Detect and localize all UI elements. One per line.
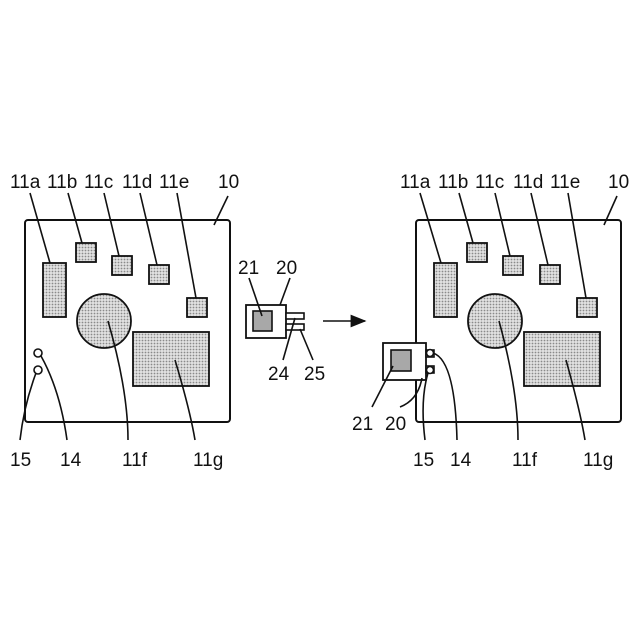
label-21-after: 21 — [352, 414, 373, 435]
label-11b: 11b — [47, 172, 77, 193]
component-11e — [187, 298, 207, 317]
label-11d: 11d — [122, 172, 152, 193]
label-20: 20 — [276, 258, 297, 279]
component-11g — [133, 332, 209, 386]
pad-15-mounted — [427, 367, 434, 374]
leader-20 — [280, 278, 290, 305]
module-before — [246, 278, 313, 360]
label-20-after: 20 — [385, 414, 406, 435]
board-before — [20, 193, 230, 440]
component-11e-after — [577, 298, 597, 317]
label-11a-after: 11a — [400, 172, 431, 193]
label-11b-after: 11b — [438, 172, 468, 193]
label-15-after: 15 — [413, 450, 434, 471]
label-24: 24 — [268, 364, 290, 385]
label-11e-after: 11e — [550, 172, 580, 193]
chip-21-mounted — [391, 350, 411, 371]
label-11f-after: 11f — [512, 450, 538, 471]
component-11g-after — [524, 332, 600, 386]
component-11b — [76, 243, 96, 262]
pad-14 — [34, 349, 42, 357]
label-11f: 11f — [122, 450, 148, 471]
chip-21 — [253, 311, 272, 331]
label-11e: 11e — [159, 172, 189, 193]
component-11c — [112, 256, 132, 275]
label-21: 21 — [238, 258, 259, 279]
label-15: 15 — [10, 450, 31, 471]
board-after — [372, 193, 621, 440]
component-11f — [77, 294, 131, 348]
leader-25 — [300, 329, 313, 360]
component-11d-after — [540, 265, 560, 284]
label-11g: 11g — [193, 450, 223, 471]
label-10-after: 10 — [608, 172, 629, 193]
pad-15 — [34, 366, 42, 374]
label-10: 10 — [218, 172, 239, 193]
label-11g-after: 11g — [583, 450, 613, 471]
pad-14-mounted — [427, 350, 434, 357]
label-11c: 11c — [84, 172, 113, 193]
component-11a-after — [434, 263, 457, 317]
label-14: 14 — [60, 450, 82, 471]
label-14-after: 14 — [450, 450, 472, 471]
label-25: 25 — [304, 364, 325, 385]
component-11c-after — [503, 256, 523, 275]
component-11d — [149, 265, 169, 284]
component-11b-after — [467, 243, 487, 262]
label-11a: 11a — [10, 172, 41, 193]
component-11f-after — [468, 294, 522, 348]
label-11d-after: 11d — [513, 172, 543, 193]
label-11c-after: 11c — [475, 172, 504, 193]
lead-25 — [286, 324, 304, 330]
component-11a — [43, 263, 66, 317]
